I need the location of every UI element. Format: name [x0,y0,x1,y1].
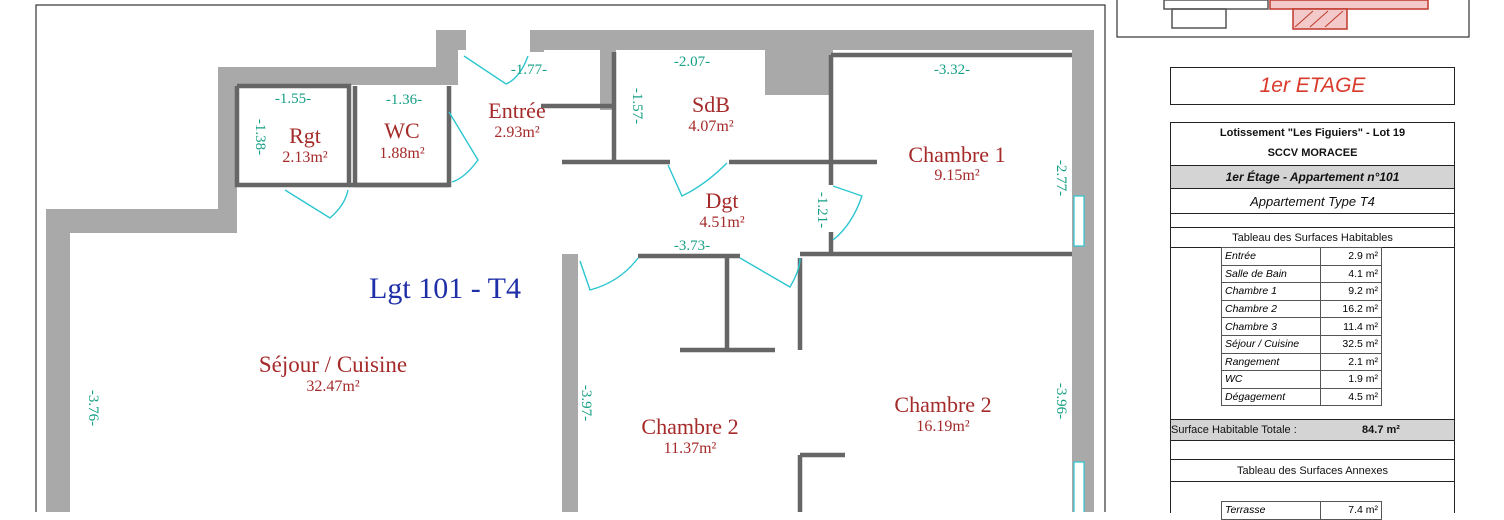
company-name: SCCV MORACEE [1267,147,1358,159]
room-name-sdb: SdB [692,92,730,117]
surfaces-table-title: Tableau des Surfaces Habitables [1171,229,1454,248]
dim-sdb-width: -2.07- [674,54,710,70]
total-label: Surface Habitable Totale : [1171,424,1297,436]
spacer-row [1171,215,1454,228]
surfaces-value: 2.1 m² [1320,352,1382,372]
info-panel: Lotissement "Les Figuiers" - Lot 19 SCCV… [1170,122,1455,520]
dimension-labels: -1.55- -1.36- -1.77- -2.07- -3.32- -1.38… [85,54,1069,426]
apartment-type: Appartement Type T4 [1171,189,1454,214]
room-area-chambre2b: 16.19m² [916,418,969,435]
room-area-chambre1: 9.15m² [934,167,979,184]
spacer-row-2 [1171,441,1454,460]
room-name-sejour: Séjour / Cuisine [259,352,407,377]
dim-sejour-depth: -3.76- [85,390,101,426]
surfaces-value: 1.9 m² [1320,370,1382,389]
surfaces-value: 9.2 m² [1320,282,1382,301]
surfaces-label: Dégagement [1221,387,1321,407]
dim-chambre2-width: -3.73- [674,238,710,254]
dim-chambre1-depth: -2.77- [1053,160,1069,196]
surfaces-label: Séjour / Cuisine [1221,334,1321,354]
surfaces-value: 32.5 m² [1320,334,1382,354]
room-labels: Rgt 2.13m² WC 1.88m² Entrée 2.93m² SdB 4… [259,92,1006,457]
room-name-chambre1: Chambre 1 [908,142,1005,167]
annex-label: Terrasse [1221,501,1321,520]
room-name-entree: Entrée [488,98,545,123]
surfaces-label: Chambre 3 [1221,317,1321,336]
surfaces-label: Entrée [1221,247,1321,266]
room-area-entree: 2.93m² [494,124,539,141]
inner-walls [234,52,1072,512]
window-chambre1 [1073,195,1085,247]
key-plan-frame [1116,0,1470,38]
surfaces-value: 4.1 m² [1320,264,1382,284]
room-area-wc: 1.88m² [379,145,424,162]
dim-rgt-width: -1.55- [275,91,311,107]
apartment-label: Lgt 101 - T4 [369,272,521,305]
room-area-sdb: 4.07m² [688,118,733,135]
room-area-rgt: 2.13m² [282,149,327,166]
room-name-chambre2a: Chambre 2 [641,414,738,439]
dim-entree-width: -1.77- [511,62,547,78]
surfaces-label: Salle de Bain [1221,264,1321,284]
dim-rgt-depth: -1.38- [252,119,268,155]
room-area-dgt: 4.51m² [699,214,744,231]
exterior-walls [46,30,1094,512]
project-name: Lotissement "Les Figuiers" - Lot 19 [1219,127,1406,139]
key-plan-thumbnail [1163,0,1429,30]
dim-chambre2b-depth: -3.96- [1053,383,1069,419]
surfaces-label: Chambre 2 [1221,299,1321,319]
total-value: 84.7 m² [1362,424,1400,436]
surfaces-value: 2.9 m² [1320,247,1382,266]
window-chambre2 [1073,461,1085,512]
surfaces-value: 11.4 m² [1320,317,1382,336]
dim-sdb-depth: -1.57- [629,88,645,124]
plan-frame [35,4,1106,512]
surfaces-value: 16.2 m² [1320,299,1382,319]
surfaces-label: WC [1221,370,1321,389]
total-row: Surface Habitable Totale : 84.7 m² [1171,419,1454,441]
door-swings [284,55,863,291]
dim-wc-width: -1.36- [386,92,422,108]
room-name-chambre2b: Chambre 2 [894,392,991,417]
room-area-sejour: 32.47m² [306,378,359,395]
dim-dgt-depth: -1.21- [814,192,830,228]
room-area-chambre2a: 11.37m² [664,440,717,457]
annex-table-title: Tableau des Surfaces Annexes [1171,461,1454,482]
floor-title: 1er ETAGE [1170,67,1455,105]
apartment-title: 1er Étage - Appartement n°101 [1171,165,1454,189]
surfaces-value: 4.5 m² [1320,387,1382,407]
dim-chambre1-width: -3.32- [934,62,970,78]
surfaces-label: Rangement [1221,352,1321,372]
room-name-rgt: Rgt [289,123,321,148]
room-name-dgt: Dgt [706,188,739,213]
room-name-wc: WC [384,118,419,143]
surfaces-label: Chambre 1 [1221,282,1321,301]
annex-value: 7.4 m² [1320,501,1382,520]
dim-chambre2a-depth: -3.97- [578,385,594,421]
